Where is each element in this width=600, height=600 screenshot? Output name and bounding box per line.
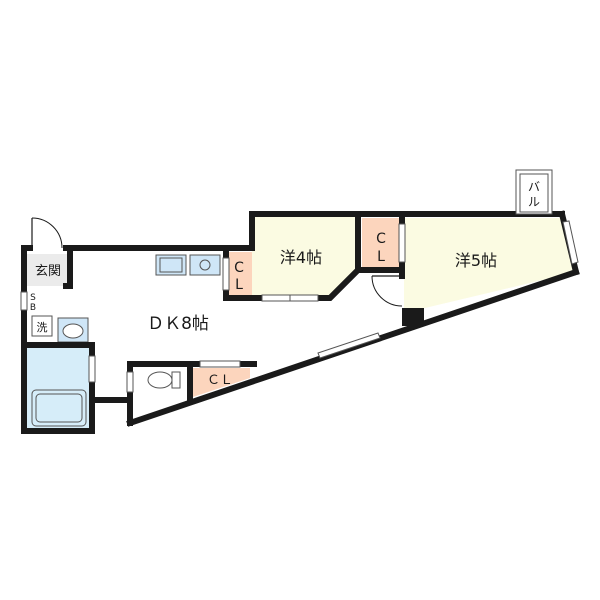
wall-genkan-right <box>63 245 73 289</box>
window-kitchen-closet <box>222 257 230 291</box>
kitchen-sink <box>155 254 187 276</box>
label-cl-middle-c: C <box>376 231 386 247</box>
label-cl-toilet: ＣＬ <box>207 373 233 388</box>
entrance-door-swing <box>31 217 63 249</box>
toilet-tank <box>171 371 181 389</box>
wall-top-right <box>249 211 565 251</box>
room5-door-swing <box>371 275 403 307</box>
window-diagonal <box>317 332 381 359</box>
label-sb-s: S <box>30 293 36 303</box>
label-balcony-ba: バ <box>528 180 540 194</box>
window-middle-closet <box>398 223 406 263</box>
stove-burner <box>199 259 211 271</box>
label-cl-middle-l: L <box>377 249 385 265</box>
wall-bath-bottom <box>21 245 95 434</box>
label-washer: 洗 <box>37 321 48 334</box>
structural-column <box>402 308 424 326</box>
label-western-5: 洋5帖 <box>455 251 497 270</box>
toilet-bowl <box>147 371 173 389</box>
balcony-area <box>515 169 553 215</box>
window-bath <box>88 355 96 383</box>
dk-floor <box>26 216 404 423</box>
closet-kitchen <box>226 252 252 298</box>
window-5jo-right <box>562 220 579 265</box>
windows <box>20 220 579 393</box>
western-5-floor <box>404 218 576 313</box>
genkan-floor <box>26 254 70 286</box>
bathtub <box>31 389 87 427</box>
label-balcony-ru: ル <box>528 195 540 209</box>
window-toilet-closet <box>199 360 241 368</box>
washer-box <box>31 315 53 337</box>
label-cl-kitchen-l: L <box>235 277 243 293</box>
window-toilet <box>126 371 134 393</box>
bathtub-inner <box>35 393 83 423</box>
western-4-floor <box>252 216 358 298</box>
label-cl-kitchen-c: C <box>234 260 244 276</box>
closet-toilet <box>190 368 250 398</box>
window-sb <box>20 291 28 311</box>
wash-basin-bowl <box>62 323 84 339</box>
kitchen-sink-basin <box>159 257 183 273</box>
label-dk: ＤＫ8帖 <box>147 314 209 334</box>
balcony-inner <box>519 173 549 213</box>
label-western-4: 洋4帖 <box>280 248 322 267</box>
label-sb-b: B <box>30 303 36 313</box>
closet-middle <box>362 218 400 268</box>
label-genkan: 玄関 <box>35 264 61 279</box>
kitchen-stove <box>189 254 221 276</box>
